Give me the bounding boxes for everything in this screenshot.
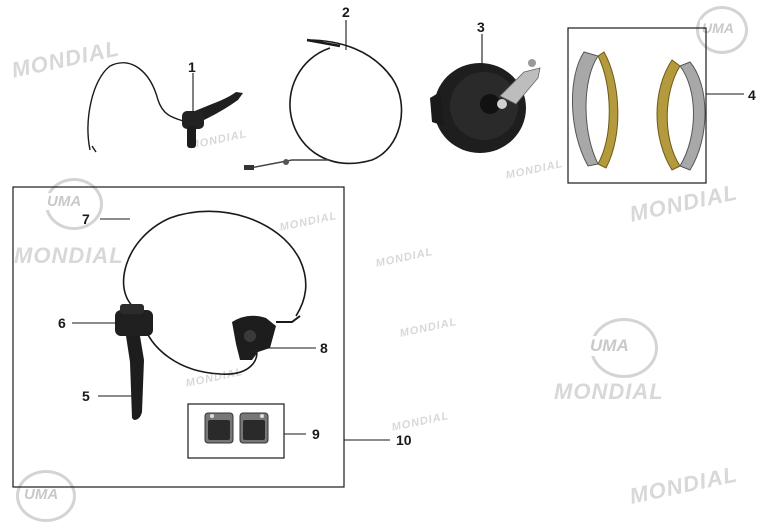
brake-cable-part-2: [244, 38, 403, 170]
part-9-frame: [187, 403, 285, 459]
callout-6: 6: [58, 315, 66, 331]
brake-lever-part-1: [87, 62, 243, 153]
callout-3: 3: [477, 19, 485, 35]
brake-caliper-part-8: [232, 315, 301, 360]
callout-7: 7: [82, 211, 90, 227]
uma-logo-ring: [696, 6, 748, 54]
watermark-mondial: MONDIAL: [14, 243, 124, 268]
callout-9: 9: [312, 426, 320, 442]
assembly-10-frame: [12, 186, 345, 488]
watermark-mondial: MONDIAL: [554, 379, 664, 404]
brake-shoes-part-4: [572, 51, 706, 171]
callout-8: 8: [320, 340, 328, 356]
uma-logo-ring: [16, 470, 76, 522]
callout-1: 1: [188, 59, 196, 75]
uma-logo-text: UMA: [22, 486, 61, 503]
callout-4: 4: [748, 87, 756, 103]
brake-hose-part-7: [122, 210, 307, 375]
uma-logo-text: UMA: [45, 193, 84, 210]
brake-drum-part-3: [430, 59, 541, 153]
callout-10: 10: [396, 432, 412, 448]
uma-logo-text: UMA: [588, 336, 631, 356]
uma-logo-text: UMA: [700, 20, 736, 36]
leader-lines: [72, 20, 744, 441]
master-cylinder-part-6: [115, 304, 153, 336]
part-4-frame: [567, 27, 707, 184]
callout-2: 2: [342, 4, 350, 20]
brake-pads-part-9: [204, 412, 269, 444]
brake-lever-part-5: [126, 336, 144, 420]
callout-5: 5: [82, 388, 90, 404]
